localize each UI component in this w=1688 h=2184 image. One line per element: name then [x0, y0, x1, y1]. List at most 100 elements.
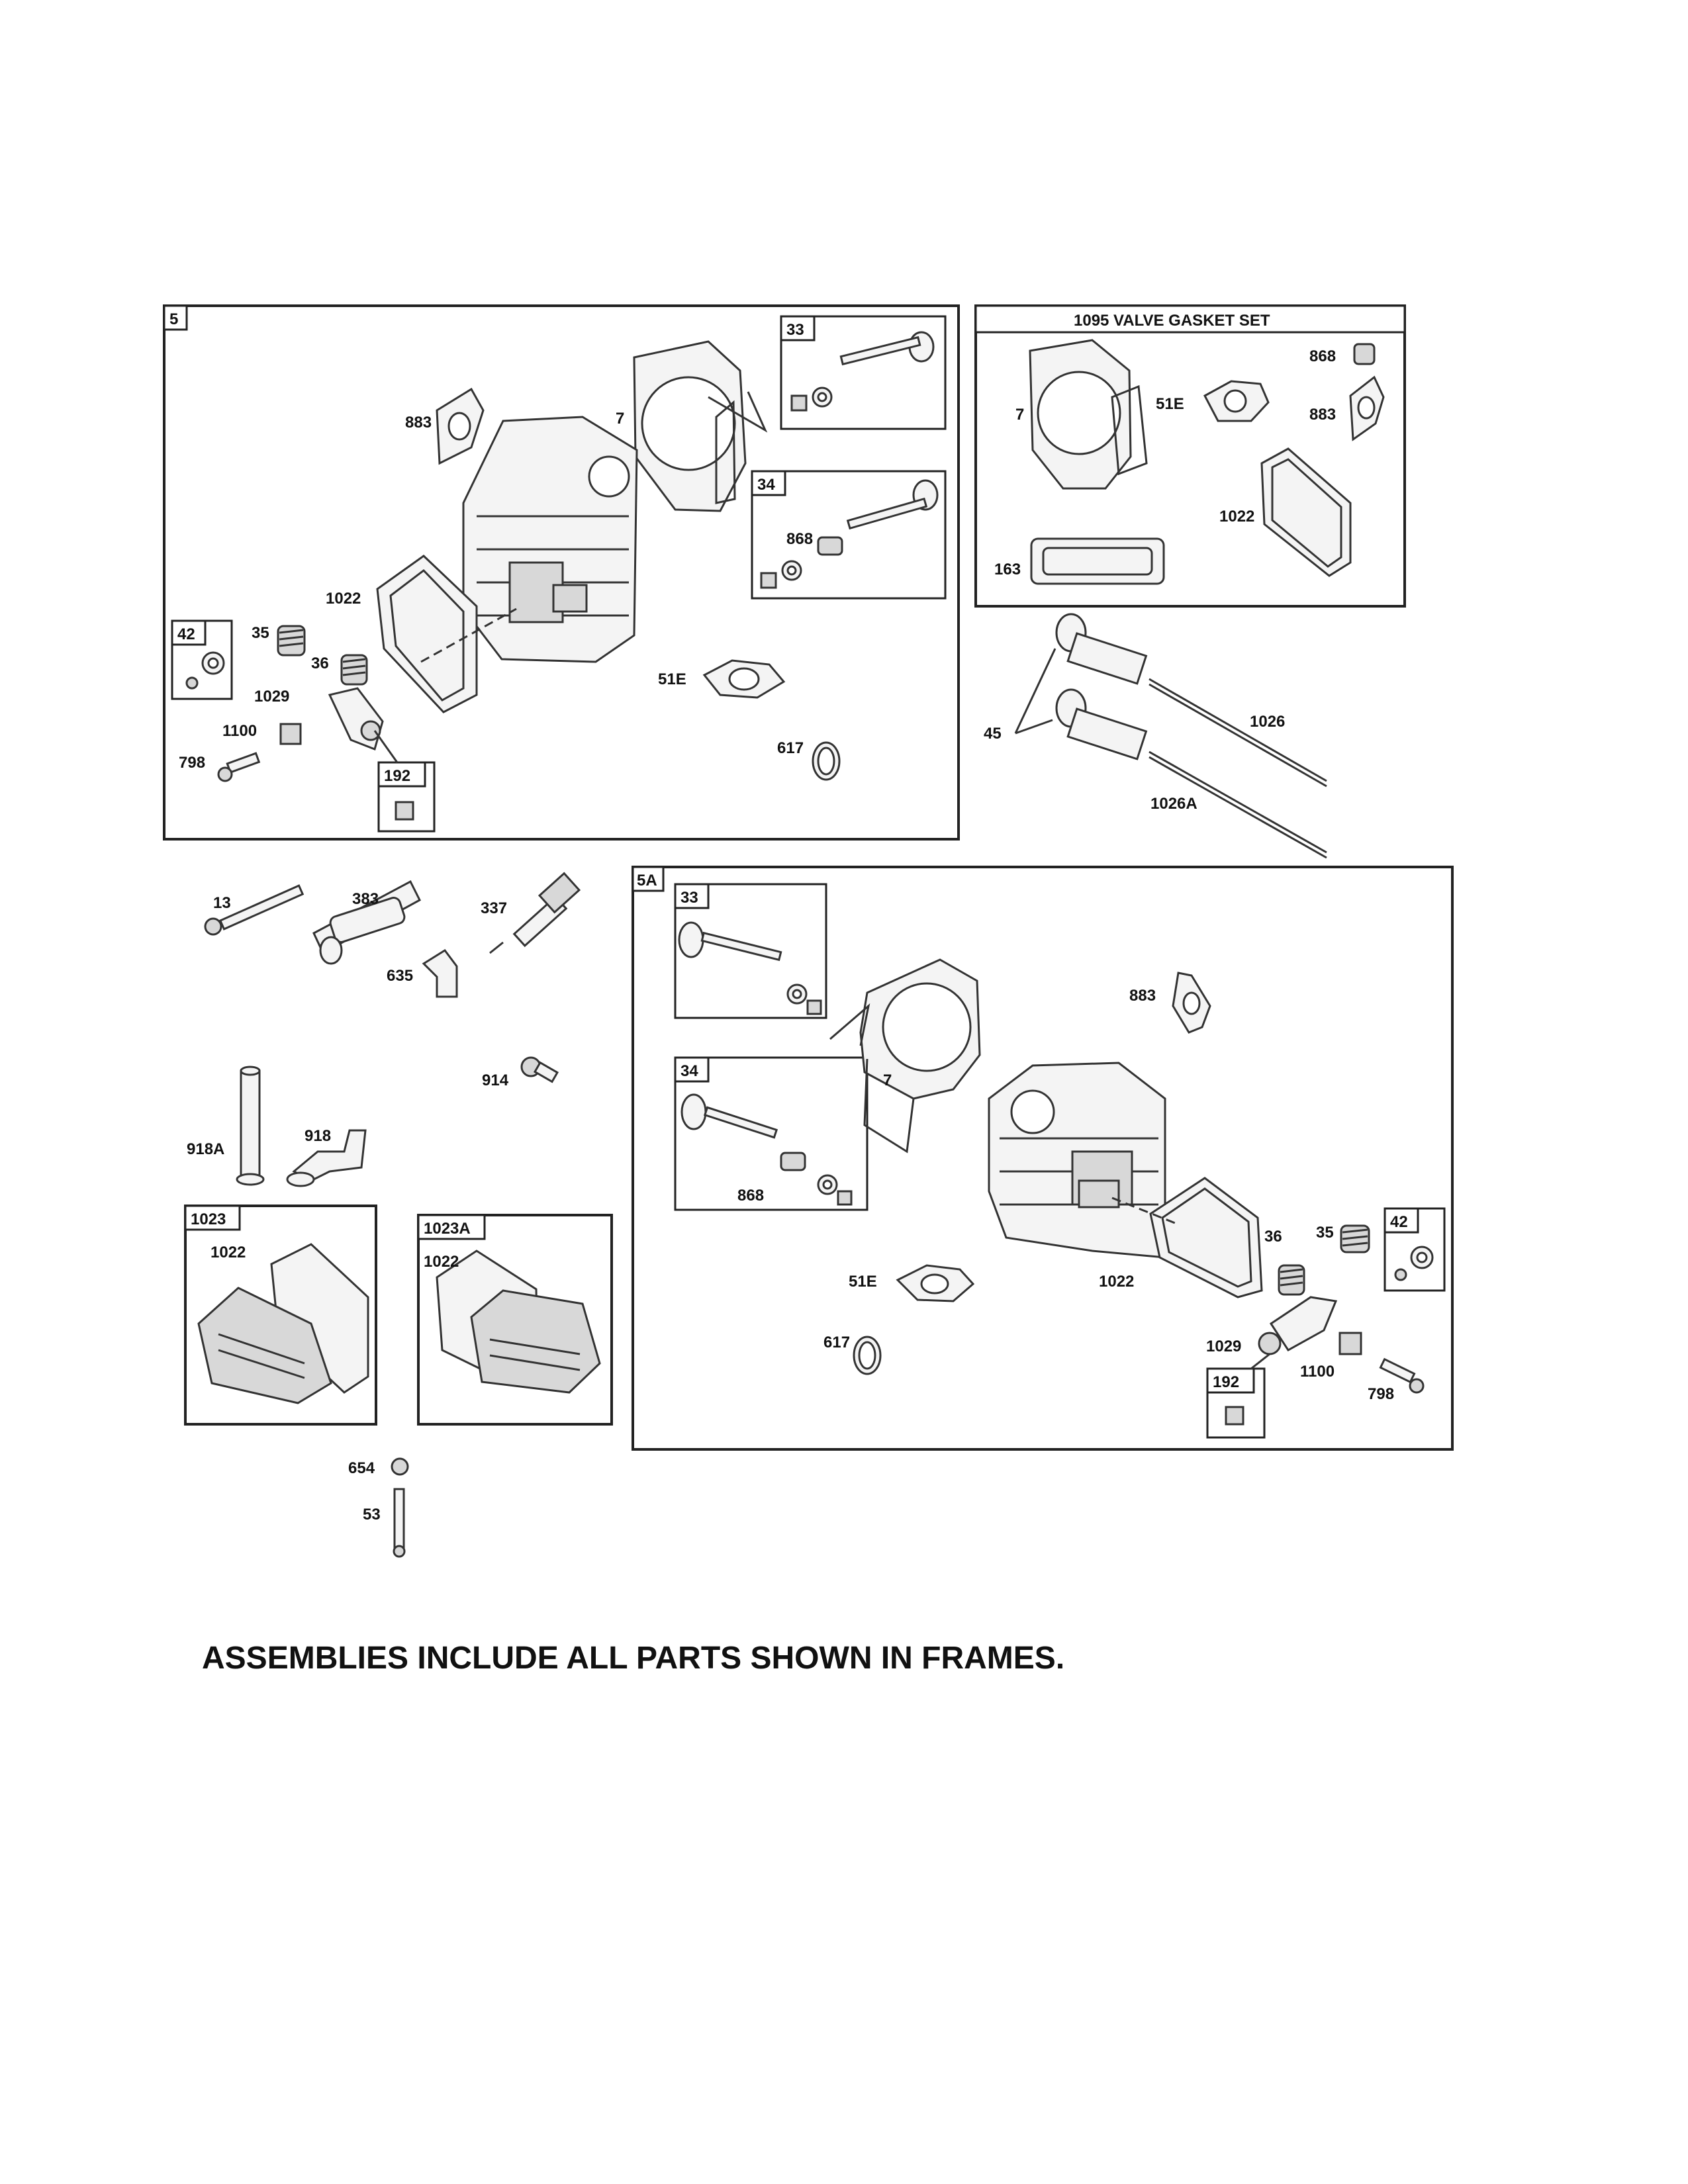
- label-7: 7: [616, 410, 624, 428]
- label-635: 635: [387, 967, 413, 985]
- valve-spring-36-5a: [1278, 1264, 1305, 1296]
- cylinder-head-5a: [988, 1062, 1166, 1259]
- rocker-gasket-1022: [376, 555, 478, 713]
- label-883: 883: [405, 414, 432, 432]
- rocker-gasket-1022-5a: [1149, 1177, 1263, 1298]
- subframe-192-tag: 192: [384, 767, 410, 785]
- kit-intake-gasket-51e: [1203, 380, 1270, 422]
- kit-label-7: 7: [1015, 406, 1024, 424]
- label-36-5a: 36: [1264, 1228, 1282, 1246]
- head-gasket-7-5a: [859, 958, 981, 1154]
- subframe-34: [751, 470, 947, 600]
- subframe-34-tag: 34: [757, 476, 775, 494]
- footer-note: ASSEMBLIES INCLUDE ALL PARTS SHOWN IN FR…: [202, 1641, 1065, 1676]
- intake-gasket-51e: [702, 659, 786, 699]
- gasket-883: [436, 387, 485, 465]
- kit-label-868: 868: [1309, 347, 1336, 365]
- stud-53: [393, 1488, 406, 1558]
- assembly-frame-1023: 1023 1022: [184, 1205, 377, 1426]
- label-1029: 1029: [254, 688, 289, 705]
- assembly-frame-1023a: 1023A 1022: [417, 1214, 613, 1426]
- subframe-42-5a-tag: 42: [1390, 1213, 1408, 1231]
- stud-798-5a: [1379, 1357, 1425, 1394]
- guide-1100-5a: [1338, 1332, 1362, 1355]
- rocker-cover-1023: [197, 1287, 332, 1404]
- label-1100: 1100: [222, 722, 257, 740]
- kit-gasket-883: [1349, 375, 1385, 441]
- rocker-cover-1023a: [470, 1289, 601, 1394]
- nut-192-5a: [1225, 1406, 1244, 1426]
- breather-383: [312, 880, 421, 965]
- intake-valve-34: [760, 479, 939, 589]
- pushrod-1026: [1149, 678, 1327, 782]
- label-35: 35: [252, 624, 269, 642]
- pushrod-1026a: [1149, 751, 1327, 854]
- label-798-5a: 798: [1368, 1385, 1394, 1403]
- dipstick-918: [286, 1129, 367, 1187]
- label-798: 798: [179, 754, 205, 772]
- retainer-42: [185, 651, 225, 690]
- assembly-frame-5a: 5A 33 34 868: [632, 866, 1454, 1451]
- kit-rocker-gasket-1022: [1260, 447, 1352, 577]
- valve-spring-35-5a: [1340, 1224, 1370, 1253]
- head-gasket-7: [633, 340, 768, 512]
- nut-654: [391, 1457, 409, 1476]
- frame-5-tag: 5: [169, 310, 178, 328]
- subframe-192-5a-tag: 192: [1213, 1373, 1239, 1391]
- spark-plug-337: [489, 872, 581, 954]
- label-1022-5a: 1022: [1099, 1273, 1134, 1291]
- frame-5a-tag: 5A: [637, 872, 657, 889]
- subframe-33-5a: [674, 883, 827, 1019]
- frame-1095-tag: 1095 VALVE GASKET SET: [1074, 312, 1270, 330]
- frame-1023a-tag: 1023A: [424, 1220, 471, 1238]
- label-35-5a: 35: [1316, 1224, 1334, 1242]
- cylinder-head: [462, 416, 638, 663]
- label-654: 654: [348, 1459, 375, 1477]
- kit-label-51e: 51E: [1156, 395, 1184, 413]
- label-51e: 51E: [658, 670, 686, 688]
- assembly-frame-5: 5 33 34 868: [163, 304, 960, 841]
- dipstick-tube-918a: [236, 1066, 265, 1186]
- stud-798: [217, 752, 261, 782]
- kit-label-163: 163: [994, 561, 1021, 578]
- label-1022-1023: 1022: [211, 1244, 246, 1261]
- valve-spring-35: [277, 625, 306, 657]
- retainer-42-5a: [1394, 1246, 1434, 1281]
- screw-13: [204, 884, 305, 936]
- frame-1023-tag: 1023: [191, 1210, 226, 1228]
- label-868: 868: [786, 530, 813, 548]
- label-918: 918: [305, 1127, 331, 1145]
- kit-seal-868: [1353, 343, 1376, 365]
- subframe-33-tag: 33: [786, 321, 804, 339]
- kit-gasket-163: [1030, 537, 1165, 585]
- subframe-33: [780, 315, 947, 430]
- label-617: 617: [777, 739, 804, 757]
- exhaust-valve-33: [790, 331, 935, 412]
- label-13: 13: [213, 894, 231, 912]
- label-51e-5a: 51E: [849, 1273, 877, 1291]
- label-617-5a: 617: [823, 1334, 850, 1351]
- rocker-arm-1029-5a: [1258, 1296, 1338, 1355]
- subframe-42-tag: 42: [177, 625, 195, 643]
- label-883-5a: 883: [1129, 987, 1156, 1005]
- label-53: 53: [363, 1506, 381, 1524]
- assembly-frame-1095: 1095 VALVE GASKET SET 7 51E 868 883 1022: [974, 304, 1406, 608]
- plug-914: [520, 1056, 559, 1083]
- label-1100-5a: 1100: [1300, 1363, 1335, 1381]
- gasket-883-5a: [1172, 972, 1211, 1034]
- intake-valve-34-5a: [680, 1093, 853, 1206]
- subframe-33-5a-tag: 33: [680, 889, 698, 907]
- label-1022: 1022: [326, 590, 361, 608]
- kit-head-gasket-7: [1029, 339, 1148, 490]
- label-1026: 1026: [1250, 713, 1285, 731]
- label-45: 45: [984, 725, 1002, 743]
- intake-gasket-51e-5a: [896, 1264, 975, 1302]
- label-868-5a: 868: [737, 1187, 764, 1205]
- label-383: 383: [352, 890, 379, 908]
- label-7-5a: 7: [883, 1071, 892, 1089]
- hose-635: [422, 948, 458, 998]
- valve-spring-36: [340, 654, 368, 686]
- label-337: 337: [481, 899, 507, 917]
- label-1022-1023a: 1022: [424, 1253, 459, 1271]
